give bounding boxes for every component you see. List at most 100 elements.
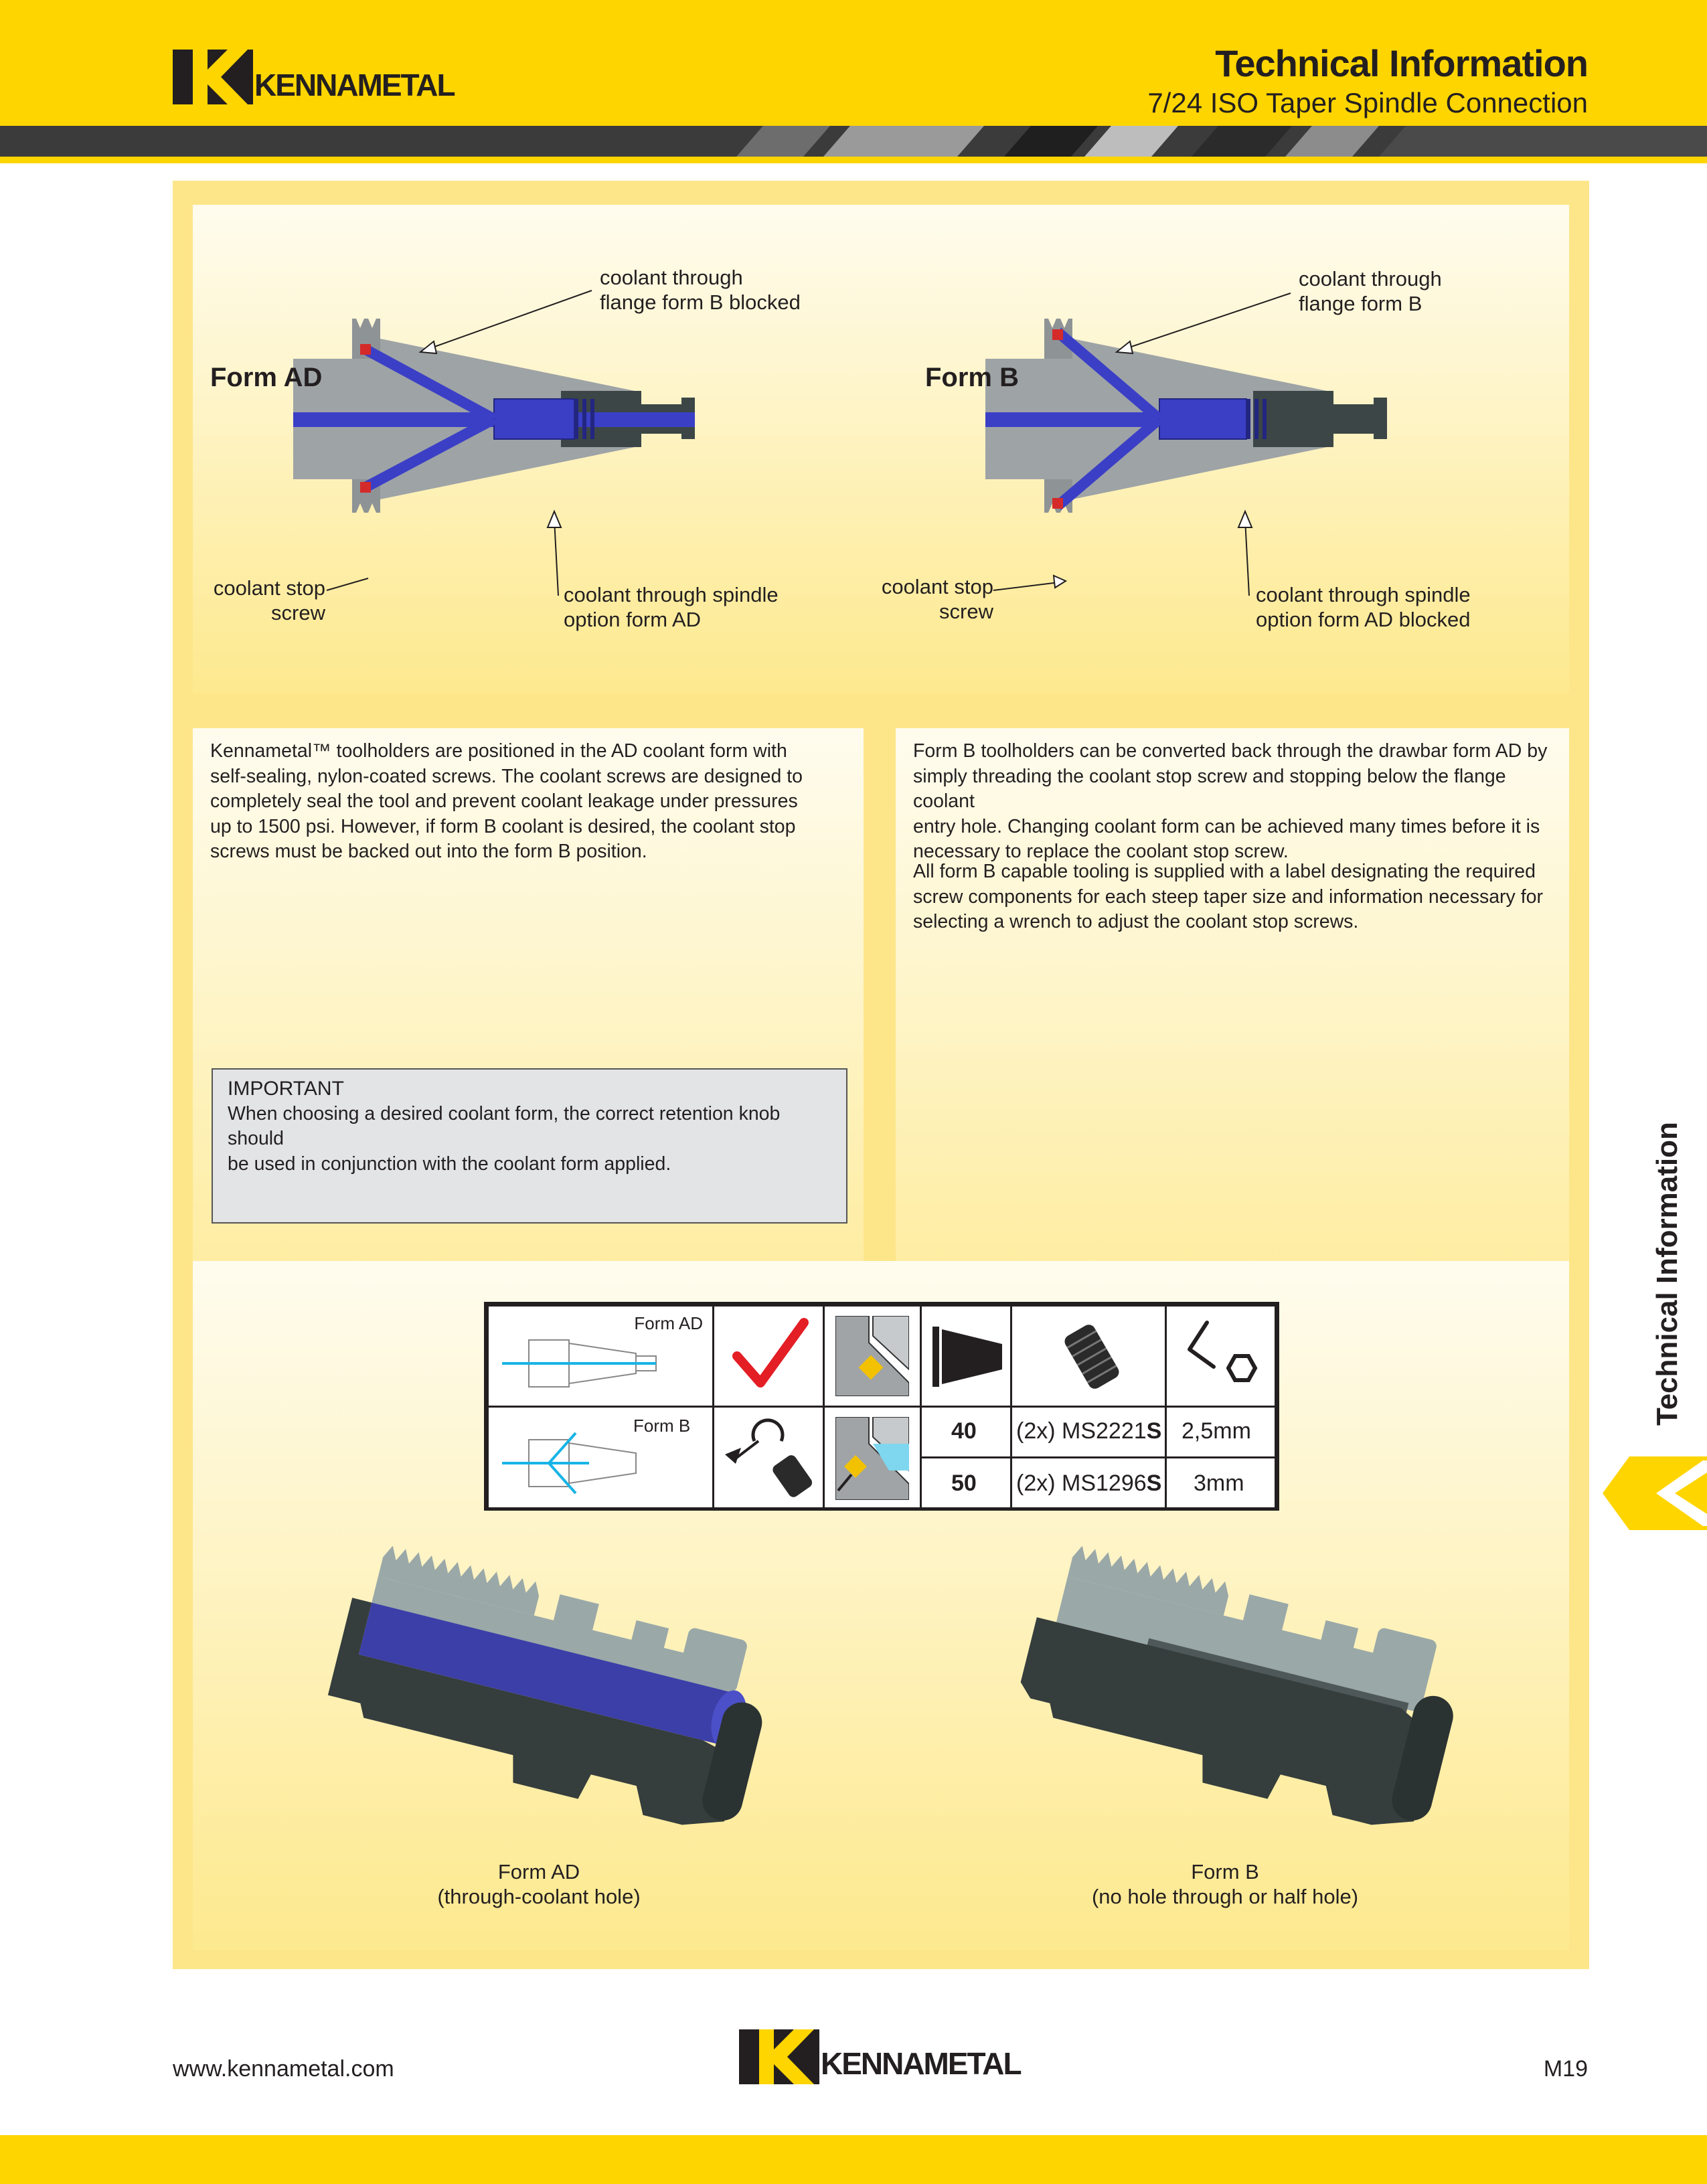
taper-icon bbox=[932, 1327, 1002, 1387]
text-line: up to 1500 psi. However, if form B coola… bbox=[210, 815, 796, 837]
form-b-title: Form B bbox=[925, 363, 1019, 392]
form-ad-diagram bbox=[293, 319, 695, 513]
wrench-size: 2,5mm bbox=[1182, 1418, 1251, 1444]
header-band bbox=[0, 0, 1707, 126]
label-line: coolant through bbox=[1299, 267, 1442, 290]
form-b-arrows bbox=[993, 292, 1291, 596]
important-line: When choosing a desired coolant form, th… bbox=[228, 1102, 781, 1150]
screw-position-cell bbox=[823, 1305, 922, 1408]
label-line: option form AD bbox=[564, 608, 702, 631]
label-line: flange form B bbox=[1299, 292, 1422, 315]
label-line: coolant stop bbox=[881, 575, 993, 598]
text-line: Kennametal™ toolholders are positioned i… bbox=[210, 740, 787, 762]
text-line: simply threading the coolant stop screw … bbox=[913, 765, 1506, 813]
page-subtitle: 7/24 ISO Taper Spindle Connection bbox=[1147, 87, 1588, 118]
side-tab-chevron-icon bbox=[1603, 1456, 1707, 1530]
caption-line: Form B bbox=[1191, 1860, 1259, 1883]
screw-part: (2x) MS2221S bbox=[1016, 1418, 1161, 1444]
form-b-label-top: coolant through flange form B bbox=[1299, 266, 1442, 316]
hex-key-icon bbox=[1188, 1321, 1258, 1382]
set-screw-icon bbox=[1064, 1325, 1119, 1389]
wrench-3-cell: 3mm bbox=[1165, 1456, 1277, 1509]
footer-url[interactable]: www.kennametal.com bbox=[173, 2056, 394, 2082]
caption-line: (no hole through or half hole) bbox=[1091, 1885, 1359, 1908]
form-b-cell: Form B bbox=[487, 1406, 714, 1509]
caption-line: Form AD bbox=[497, 1860, 580, 1883]
form-b-diagram bbox=[985, 319, 1387, 513]
form-b-knob-caption: Form B (no hole through or half hole) bbox=[1044, 1859, 1406, 1909]
wrench-screw-icon bbox=[725, 1418, 813, 1497]
hex-key-cell bbox=[1165, 1305, 1277, 1408]
page-title: Technical Information bbox=[1215, 42, 1589, 84]
size-50-cell: 50 bbox=[920, 1456, 1012, 1509]
size-value: 40 bbox=[951, 1418, 977, 1444]
kennametal-logo-mark bbox=[173, 50, 253, 104]
screw-part: (2x) MS1296S bbox=[1016, 1471, 1161, 1497]
label-line: option form AD blocked bbox=[1256, 608, 1471, 631]
form-b-thumbnail-icon bbox=[502, 1432, 637, 1495]
text-line: All form B capable tooling is supplied w… bbox=[913, 861, 1536, 882]
screw-ms1296-cell: (2x) MS1296S bbox=[1010, 1456, 1167, 1509]
screw-ms2221-cell: (2x) MS2221S bbox=[1010, 1406, 1167, 1458]
form-ad-arrows bbox=[326, 290, 592, 596]
label-line: screw bbox=[271, 601, 325, 624]
text-line: necessary to replace the coolant stop sc… bbox=[913, 841, 1289, 862]
screw-position-icon bbox=[835, 1316, 909, 1396]
form-ad-label: Form AD bbox=[634, 1313, 703, 1333]
text-line: screws must be backed out into the form … bbox=[210, 841, 647, 862]
important-heading: IMPORTANT bbox=[228, 1078, 344, 1100]
text-line: screw components for each steep taper si… bbox=[913, 886, 1543, 908]
form-ad-label-stop: coolant stop screw bbox=[202, 576, 325, 625]
form-b-label-stop: coolant stop screw bbox=[869, 574, 993, 624]
footer-logo: KENNAMETAL bbox=[739, 2029, 1022, 2086]
size-40-cell: 40 bbox=[920, 1406, 1012, 1458]
label-line: screw bbox=[939, 600, 993, 623]
form-ad-thumbnail-icon bbox=[502, 1339, 657, 1388]
rotate-screw-cell bbox=[712, 1406, 825, 1509]
left-text-panel: Kennametal™ toolholders are positioned i… bbox=[193, 728, 864, 1404]
form-ad-label-top: coolant through flange form B blocked bbox=[600, 265, 801, 315]
caption-line: (through-coolant hole) bbox=[437, 1885, 641, 1908]
set-screw-cell bbox=[1010, 1305, 1167, 1408]
header-stripe bbox=[0, 126, 1707, 157]
form-b-label-bottom: coolant through spindle option form AD b… bbox=[1256, 582, 1471, 632]
form-b-label: Form B bbox=[633, 1416, 691, 1436]
logo-text: KENNAMETAL bbox=[254, 68, 456, 102]
screw-part-prefix: (2x) MS2221 bbox=[1016, 1418, 1147, 1444]
screw-position-b-icon bbox=[835, 1417, 909, 1500]
form-ad-title: Form AD bbox=[210, 363, 323, 392]
taper-cell bbox=[920, 1305, 1012, 1408]
screw-part-prefix: (2x) MS1296 bbox=[1016, 1471, 1147, 1496]
label-line: coolant through spindle bbox=[564, 583, 779, 606]
check-cell bbox=[712, 1305, 825, 1408]
text-line: Form B toolholders can be converted back… bbox=[913, 740, 1548, 762]
right-paragraph-2: All form B capable tooling is supplied w… bbox=[913, 859, 1543, 935]
header-logo: KENNAMETAL bbox=[173, 50, 456, 104]
important-line: be used in conjunction with the coolant … bbox=[228, 1153, 671, 1175]
right-paragraph-1: Form B toolholders can be converted back… bbox=[913, 739, 1569, 865]
form-ad-label-bottom: coolant through spindle option form AD bbox=[564, 582, 779, 632]
diagram-panel: Form AD coolant through flange form B bl… bbox=[193, 205, 1569, 693]
important-note: IMPORTANT When choosing a desired coolan… bbox=[212, 1068, 847, 1224]
left-paragraph: Kennametal™ toolholders are positioned i… bbox=[210, 739, 803, 865]
screw-table: Form AD bbox=[484, 1302, 1279, 1511]
form-ad-knob-caption: Form AD (through-coolant hole) bbox=[375, 1859, 703, 1909]
screw-part-suffix: S bbox=[1146, 1418, 1162, 1444]
label-line: coolant through bbox=[600, 266, 743, 289]
form-ad-cell: Form AD bbox=[487, 1305, 714, 1408]
checkmark-icon bbox=[732, 1318, 809, 1388]
text-line: self-sealing, nylon-coated screws. The c… bbox=[210, 765, 803, 787]
text-line: entry hole. Changing coolant form can be… bbox=[913, 815, 1540, 837]
wrench-size: 3mm bbox=[1194, 1471, 1244, 1496]
form-b-knob-image bbox=[1020, 1546, 1453, 1825]
header-divider bbox=[0, 157, 1707, 163]
page-number: M19 bbox=[1543, 2056, 1588, 2082]
text-line: completely seal the tool and prevent coo… bbox=[210, 790, 798, 812]
logo-text: KENNAMETAL bbox=[821, 2046, 1022, 2081]
kennametal-logo-mark bbox=[739, 2029, 819, 2084]
label-line: coolant stop bbox=[213, 576, 325, 600]
footer-band bbox=[0, 2135, 1707, 2184]
screw-part-suffix: S bbox=[1146, 1471, 1162, 1496]
text-line: selecting a wrench to adjust the coolant… bbox=[913, 911, 1359, 932]
screw-position-b-cell bbox=[823, 1406, 922, 1509]
